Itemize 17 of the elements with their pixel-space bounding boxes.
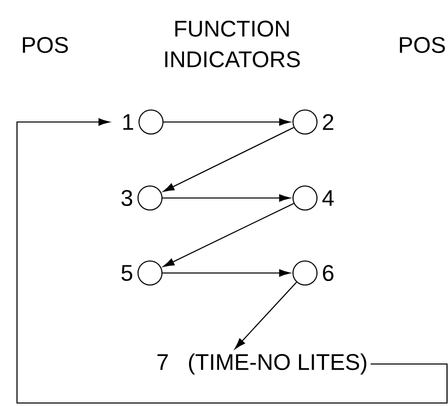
node-label: 3 [121,190,132,206]
arrow [164,118,290,126]
arrow [162,269,290,277]
node-label: 1 [123,114,134,130]
heading-label: FUNCTION INDICATORS [165,20,300,68]
heading-label: POS [22,36,68,54]
node-label: 6 [322,264,334,282]
arrow [163,202,294,267]
arrow [162,194,290,202]
heading-label: POS [400,36,445,54]
node-label: 5 [121,265,132,281]
position-text: 7 (TIME-NO LITES) [158,353,366,375]
arrow [234,282,297,350]
node-label: 2 [322,114,334,130]
arrow [163,127,294,192]
arrow [16,118,448,404]
node-label: 4 [322,190,334,206]
